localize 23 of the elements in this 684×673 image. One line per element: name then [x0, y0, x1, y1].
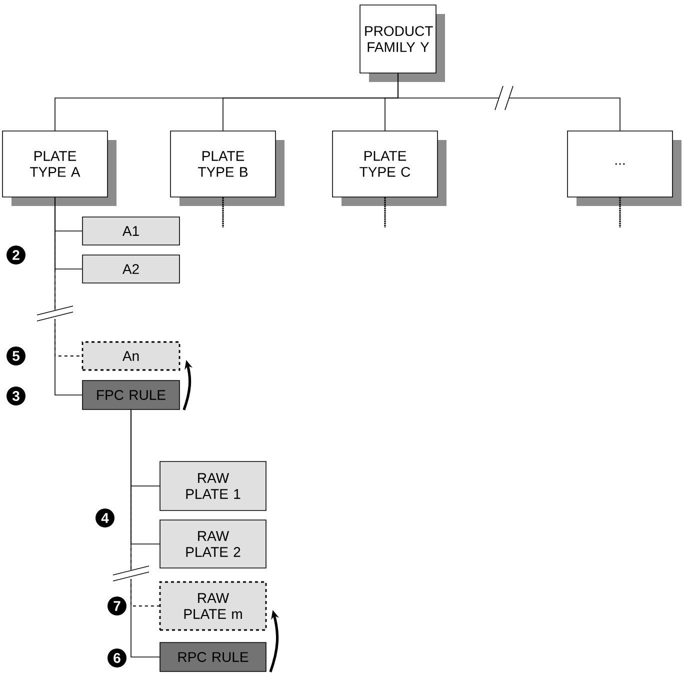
- item-box: A1: [82, 216, 180, 246]
- callout-number: 4: [96, 508, 114, 528]
- callout-number: 6: [108, 648, 126, 668]
- dashed-box: RAW PLATE m: [159, 581, 267, 631]
- plate-box: PLATE TYPE B: [170, 130, 284, 206]
- dashed-box: An: [82, 341, 180, 371]
- callout-number: 3: [6, 386, 26, 406]
- tree-line: [398, 73, 620, 131]
- line-stub: [384, 197, 386, 228]
- branch-line: [130, 410, 160, 658]
- family-box: PRODUCT FAMILY Y: [360, 4, 445, 82]
- line-stub: [222, 197, 224, 228]
- item-box: A2: [82, 254, 180, 284]
- callout-number: 5: [6, 346, 26, 366]
- plate-box: PLATE TYPE C: [332, 130, 446, 206]
- item-box: RAW PLATE 2: [160, 520, 266, 568]
- plate-box: PLATE TYPE A: [2, 130, 116, 206]
- line-stub: [619, 197, 621, 228]
- branch-line: [54, 197, 82, 396]
- callout-number: 2: [6, 246, 26, 264]
- plate-box: ...: [567, 130, 682, 206]
- item-box: RAW PLATE 1: [160, 461, 266, 511]
- callout-number: 7: [108, 596, 126, 616]
